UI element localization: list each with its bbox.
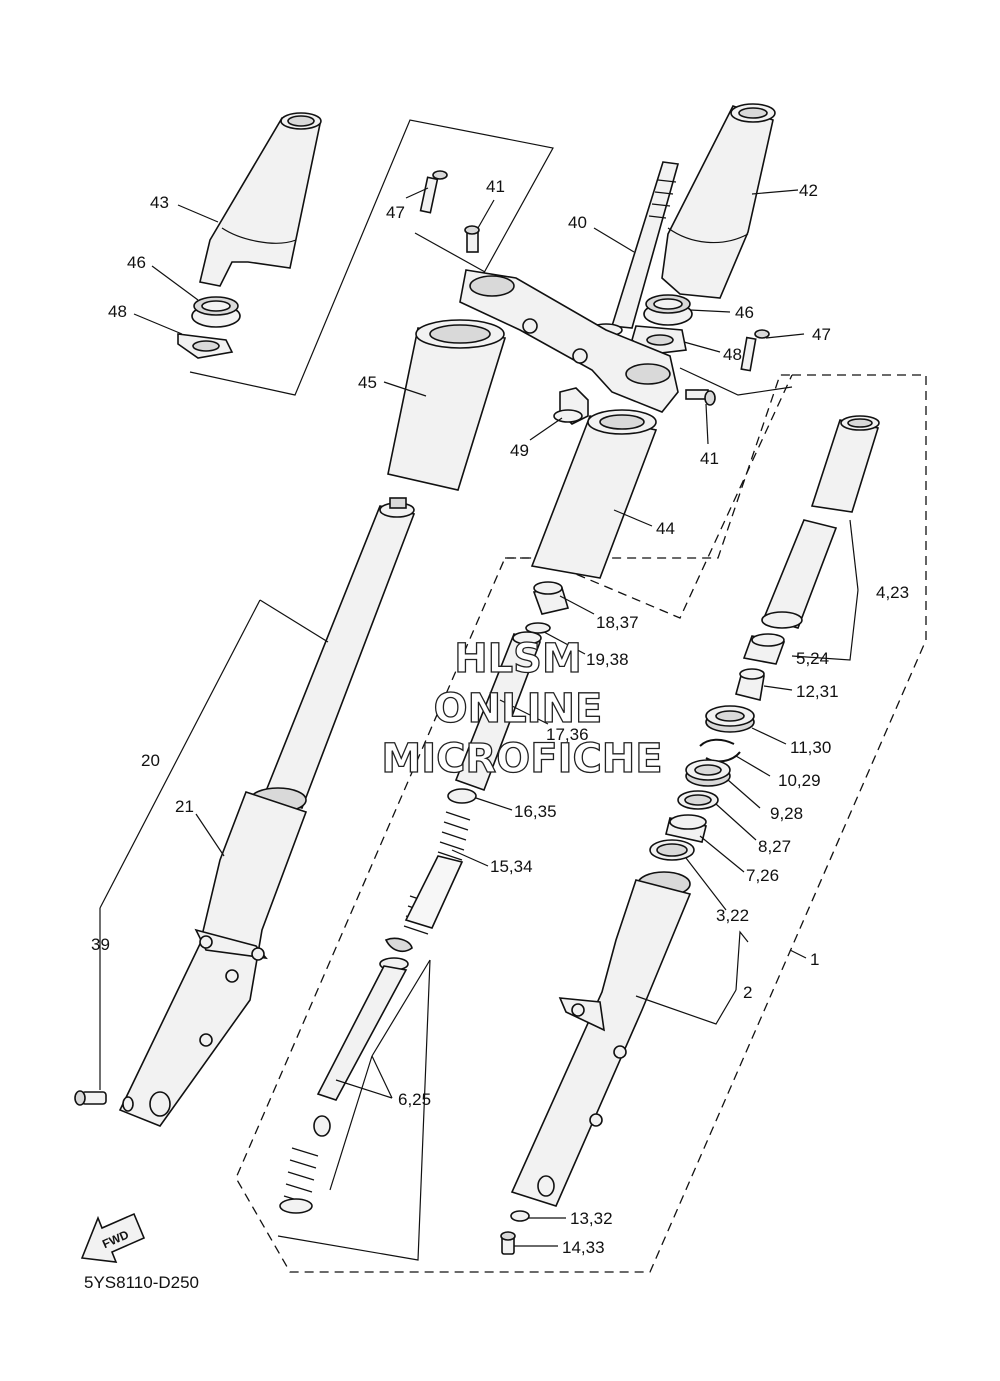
part-10-29-retaining-clip — [699, 738, 741, 763]
part-15-34-fork-spring — [403, 811, 471, 935]
part-14-33-drain-bolt — [500, 1231, 516, 1255]
label-41-upper: 41 — [486, 177, 505, 196]
part-20-inner-tube — [262, 497, 416, 809]
fork-internals-boundary — [505, 374, 793, 619]
leader-lines — [99, 187, 859, 1261]
part-46-cap-nut-right — [643, 294, 693, 326]
fwd-arrow-icon: FWD — [80, 1212, 146, 1263]
part-16-35-washer — [447, 788, 477, 804]
watermark-line-1: HLSM — [454, 636, 582, 682]
label-40: 40 — [568, 213, 587, 232]
part-7-26-bushing — [665, 814, 707, 843]
part-42-fork-cover-right — [661, 103, 776, 299]
label-47-right: 47 — [812, 325, 831, 344]
label-18-37: 18,37 — [596, 613, 639, 632]
part-41-bolt-upper — [464, 225, 480, 253]
part-48-washer-left — [177, 333, 234, 359]
watermark: HLSM ONLINE MICROFICHE — [381, 635, 664, 782]
label-19-38: 19,38 — [586, 650, 629, 669]
fork-assembly-boundary-right — [235, 374, 927, 1273]
label-42: 42 — [799, 181, 818, 200]
label-44: 44 — [656, 519, 675, 538]
label-39: 39 — [91, 935, 110, 954]
part-19-38-o-ring — [525, 622, 551, 634]
label-21: 21 — [175, 797, 194, 816]
label-6-25: 6,25 — [398, 1090, 431, 1109]
part-8-27-washer — [677, 790, 719, 810]
label-46-left: 46 — [127, 253, 146, 272]
label-10-29: 10,29 — [778, 771, 821, 790]
part-13-32-washer — [510, 1210, 530, 1222]
label-20: 20 — [141, 751, 160, 770]
part-47-bolt-right — [740, 329, 770, 372]
part-5-24-slide-bushing — [742, 633, 786, 665]
label-9-28: 9,28 — [770, 804, 803, 823]
part-3-22-seal — [649, 839, 695, 861]
part-4-23-inner-tube-right — [761, 415, 880, 629]
label-45: 45 — [358, 373, 377, 392]
label-4-23: 4,23 — [876, 583, 909, 602]
label-11-30: 11,30 — [790, 738, 831, 757]
diagram-code: 5YS8110-D250 — [84, 1273, 199, 1292]
label-7-26: 7,26 — [746, 866, 779, 885]
part-39-axle-bolt — [74, 1090, 134, 1112]
part-9-28-oil-seal — [685, 759, 731, 787]
part-46-cap-nut-left — [191, 296, 241, 328]
part-44-fork-tube-cover-right — [530, 409, 658, 579]
part-49-nut — [553, 387, 589, 425]
label-48-left: 48 — [108, 302, 127, 321]
label-46-right: 46 — [735, 303, 754, 322]
label-8-27: 8,27 — [758, 837, 791, 856]
label-15-34: 15,34 — [490, 857, 533, 876]
label-2: 2 — [743, 983, 752, 1002]
part-12-31-oil-lock-piece — [735, 668, 765, 701]
label-17-36: 17,36 — [546, 725, 589, 744]
watermark-line-2: ONLINE — [434, 686, 603, 732]
label-16-35: 16,35 — [514, 802, 557, 821]
part-6-25-damper-rod — [279, 937, 413, 1214]
part-45-fork-tube-cover-left — [387, 319, 507, 491]
part-47-bolt-upper — [419, 170, 448, 214]
part-41-bolt-lower — [685, 389, 716, 406]
label-5-24: 5,24 — [796, 649, 829, 668]
part-18-37-cap-bolt — [532, 581, 570, 615]
upper-bracket-outline — [189, 119, 554, 396]
label-49: 49 — [510, 441, 529, 460]
part-21-outer-tube-left — [118, 787, 308, 1127]
upper-triple-clamp — [459, 269, 679, 413]
label-47-upper: 47 — [386, 203, 405, 222]
label-1: 1 — [810, 950, 819, 969]
part-2-outer-tube-right — [510, 871, 692, 1207]
part-17-36-spacer-pipe — [454, 631, 542, 792]
part-43-fork-cover-left — [199, 112, 322, 287]
label-43: 43 — [150, 193, 169, 212]
label-12-31: 12,31 — [796, 682, 839, 701]
label-48-right: 48 — [723, 345, 742, 364]
label-14-33: 14,33 — [562, 1238, 605, 1257]
label-3-22: 3,22 — [716, 906, 749, 925]
part-labels: 43 46 48 42 46 48 47 47 41 40 45 49 41 4… — [91, 177, 909, 1257]
label-13-32: 13,32 — [570, 1209, 613, 1228]
part-11-30-dust-seal — [705, 705, 755, 733]
label-41-lower: 41 — [700, 449, 719, 468]
watermark-line-3: MICROFICHE — [381, 736, 662, 782]
